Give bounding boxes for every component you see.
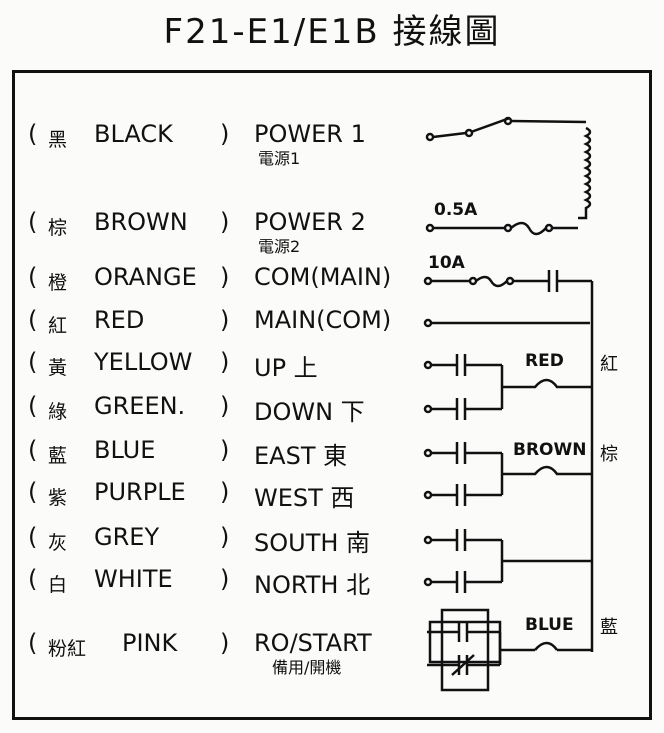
open-paren: ( [28, 392, 38, 420]
close-paren: ) [220, 565, 230, 593]
diagram-title: F21-E1/E1B 接線圖 [163, 12, 501, 52]
group-red-zh: 紅 [600, 354, 618, 375]
fuse-10a-label: 10A [428, 253, 465, 273]
wire-color-zh: 黃 [48, 357, 68, 379]
close-paren: ) [220, 208, 230, 236]
wire-function-label: UP 上 [254, 354, 318, 382]
wire-color-zh: 黑 [48, 129, 68, 151]
wire-color-zh: 藍 [48, 445, 68, 467]
close-paren: ) [220, 392, 230, 420]
wire-color-label: ORANGE [94, 263, 197, 291]
fuse [502, 465, 592, 476]
wire-color-label: WHITE [94, 565, 173, 593]
wire-color-label: GREY [94, 523, 160, 551]
open-paren: ( [28, 306, 38, 334]
close-paren: ) [220, 120, 230, 148]
ro-start-switch [427, 608, 592, 692]
wire-color-label: BLUE [94, 436, 156, 464]
close-paren: ) [220, 436, 230, 464]
close-paren: ) [220, 263, 230, 291]
wire-function-label: RO/START [254, 629, 372, 657]
wire-function-label: POWER 2 [254, 208, 366, 236]
power-switch [425, 116, 587, 142]
group-red-label: RED [525, 351, 564, 371]
wire-function-label: COM(MAIN) [254, 263, 392, 291]
group-brown-zh: 棕 [600, 444, 618, 465]
terminal [423, 577, 433, 587]
open-paren: ( [28, 436, 38, 464]
terminal [423, 360, 433, 370]
close-paren: ) [220, 306, 230, 334]
wire-color-zh: 粉紅 [48, 638, 87, 660]
wire-color-label: YELLOW [94, 348, 193, 376]
fuse [502, 378, 592, 389]
wire-color-label: PURPLE [94, 478, 186, 506]
wire-color-zh: 棕 [48, 217, 68, 239]
wire-color-label: RED [94, 306, 145, 334]
open-paren: ( [28, 263, 38, 291]
wire-color-zh: 紫 [48, 487, 68, 509]
wire-color-zh: 綠 [48, 401, 68, 423]
fuse-10a [423, 270, 592, 292]
wire-function-label: NORTH 北 [254, 571, 371, 599]
close-paren: ) [220, 348, 230, 376]
wire-color-label: BROWN [94, 208, 188, 236]
open-paren: ( [28, 478, 38, 506]
wire-color-label: BLACK [94, 120, 173, 148]
wire-color-label: PINK [122, 629, 178, 657]
wire-function-label: POWER 1 [254, 120, 366, 148]
group-blue-label: BLUE [525, 615, 574, 635]
wire-color-label: GREEN. [94, 392, 186, 420]
close-paren: ) [220, 478, 230, 506]
wire-function-zh: 電源2 [258, 237, 301, 256]
wire-function-zh: 備用/開機 [272, 658, 342, 677]
terminal [423, 490, 433, 500]
group-blue-zh: 藍 [600, 617, 618, 638]
wire-function-label: MAIN(COM) [254, 306, 392, 334]
open-paren: ( [28, 120, 38, 148]
wire-function-label: WEST 西 [254, 484, 355, 512]
terminal [423, 448, 433, 458]
wire-function-label: EAST 東 [254, 442, 348, 470]
group-brown-label: BROWN [513, 440, 587, 460]
wire-function-zh: 電源1 [258, 149, 301, 168]
wire-color-zh: 橙 [48, 272, 68, 294]
close-paren: ) [220, 629, 230, 657]
wire-function-label: DOWN 下 [254, 398, 365, 426]
fuse-0.5a-label: 0.5A [434, 200, 478, 220]
close-paren: ) [220, 523, 230, 551]
terminal [423, 404, 433, 414]
open-paren: ( [28, 348, 38, 376]
open-paren: ( [28, 629, 38, 657]
coil [578, 126, 592, 220]
diagram-frame [12, 70, 652, 720]
open-paren: ( [28, 208, 38, 236]
fuse-0.5a [425, 221, 578, 236]
wire-color-zh: 白 [48, 574, 68, 596]
open-paren: ( [28, 523, 38, 551]
wire-function-label: SOUTH 南 [254, 529, 371, 557]
terminal [423, 535, 433, 545]
wire-color-zh: 灰 [48, 532, 68, 554]
open-paren: ( [28, 565, 38, 593]
wire-color-zh: 紅 [48, 315, 68, 337]
